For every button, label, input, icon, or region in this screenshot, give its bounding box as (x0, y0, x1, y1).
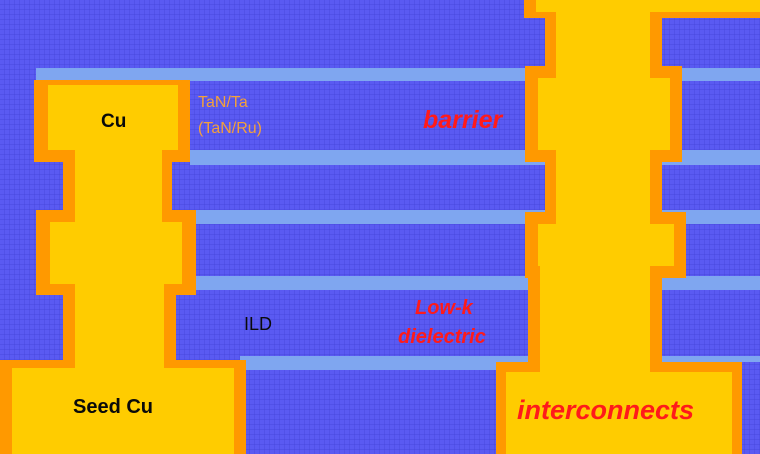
label-barrier: barrier (423, 106, 503, 134)
label-tan-ta: TaN/Ta (198, 94, 248, 111)
label-dielectric: dielectric (398, 326, 486, 348)
label-interconnects: interconnects (517, 395, 695, 425)
label-low-k: Low-k (415, 297, 473, 319)
right-edge-step (742, 362, 760, 454)
right-copper-fill (506, 0, 760, 454)
left-copper-fill (12, 85, 234, 454)
label-tan-ru: (TaN/Ru) (198, 120, 263, 137)
label-seed-cu: Seed Cu (73, 396, 154, 418)
label-ild: ILD (244, 314, 273, 334)
label-cu: Cu (101, 111, 127, 132)
band-lower (190, 276, 760, 290)
